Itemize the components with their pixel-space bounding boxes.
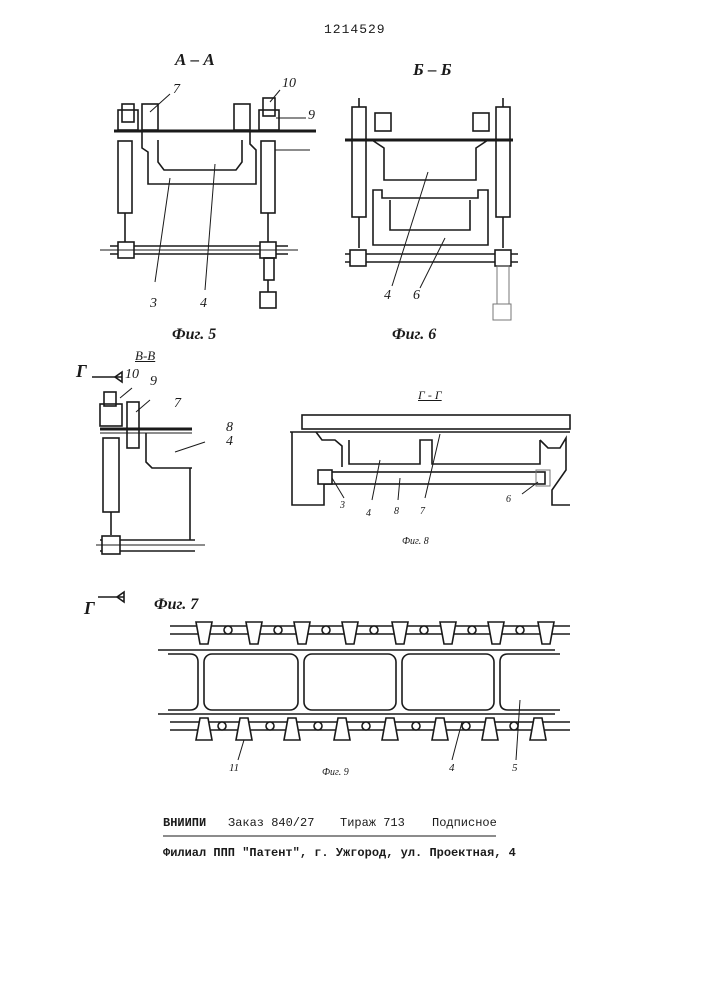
callout-number: 3 bbox=[150, 296, 157, 312]
footer-org: ВНИИПИ bbox=[163, 816, 206, 830]
fig7-caption: Фиг. 7 bbox=[154, 596, 198, 614]
section-arrow-label-bottom: Г bbox=[84, 598, 95, 619]
callout-number: 4 bbox=[226, 434, 233, 450]
fig9-caption: Фиг. 9 bbox=[322, 767, 349, 778]
fig8-drawing bbox=[290, 415, 570, 505]
callout-number: 6 bbox=[506, 494, 511, 505]
callout-number: 11 bbox=[229, 762, 239, 774]
section-title-bb: Б – Б bbox=[413, 60, 452, 80]
callout-number: 7 bbox=[173, 82, 180, 98]
callout-number: 6 bbox=[413, 288, 420, 304]
callout-number: 9 bbox=[308, 108, 315, 124]
callout-number: 3 bbox=[340, 500, 345, 511]
callout-number: 9 bbox=[150, 374, 157, 390]
fig8-caption: Фиг. 8 bbox=[402, 536, 429, 547]
section-arrow-label-top: Г bbox=[76, 361, 87, 382]
section-title-vv: В-В bbox=[135, 348, 155, 364]
patent-number: 1214529 bbox=[324, 22, 386, 37]
fig5-caption: Фиг. 5 bbox=[172, 326, 216, 344]
callout-number: 4 bbox=[366, 508, 371, 519]
footer-circulation: Тираж 713 bbox=[340, 816, 405, 830]
footer-subscription: Подписное bbox=[432, 816, 497, 830]
fig5-drawing bbox=[100, 90, 316, 308]
footer-order: Заказ 840/27 bbox=[228, 816, 314, 830]
callout-number: 7 bbox=[420, 506, 425, 517]
fig6-drawing bbox=[345, 98, 518, 320]
callout-number: 7 bbox=[174, 396, 181, 412]
callout-number: 10 bbox=[125, 367, 139, 383]
footer-branch-address: Филиал ППП "Патент", г. Ужгород, ул. Про… bbox=[163, 846, 516, 860]
callout-number: 10 bbox=[282, 76, 296, 92]
section-title-gg: Г - Г bbox=[418, 388, 442, 403]
callout-number: 4 bbox=[384, 288, 391, 304]
fig6-caption: Фиг. 6 bbox=[392, 326, 436, 344]
callout-number: 4 bbox=[200, 296, 207, 312]
callout-number: 5 bbox=[512, 762, 518, 774]
section-vv-drawing bbox=[92, 372, 205, 602]
callout-number: 4 bbox=[449, 762, 455, 774]
fig9-drawing bbox=[158, 622, 570, 760]
callout-number: 8 bbox=[394, 506, 399, 517]
section-title-aa: А – А bbox=[175, 50, 215, 70]
